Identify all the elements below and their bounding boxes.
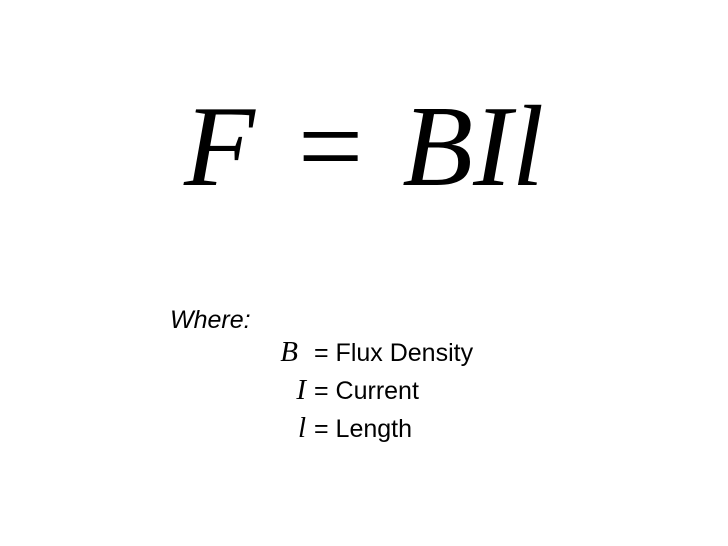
definition-row-current: I = Current [268, 374, 419, 410]
definition-row-length: l = Length [268, 412, 412, 448]
definition-symbol: B [280, 336, 298, 368]
formula-rhs: BIl [402, 83, 544, 211]
definition-text: = Length [314, 415, 413, 443]
where-label: Where: [170, 306, 251, 334]
definition-symbol: l [297, 412, 306, 444]
definition-text: = Flux Density [314, 339, 474, 367]
definition-symbol: I [296, 374, 306, 406]
formula-equals-sign: = [297, 83, 364, 211]
definition-row-flux-density: B = Flux Density [268, 336, 473, 372]
formula-heading: F = BIl [0, 82, 728, 212]
definition-text: = Current [314, 377, 419, 405]
formula-lhs: F [184, 83, 255, 211]
